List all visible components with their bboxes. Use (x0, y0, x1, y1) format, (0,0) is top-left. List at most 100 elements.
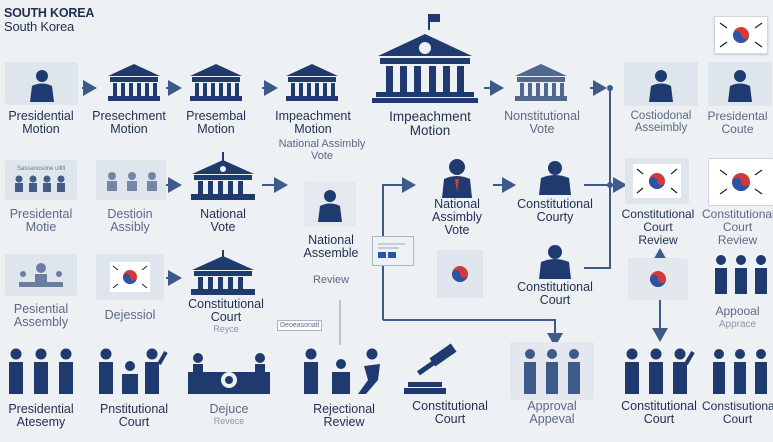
presidential-panel (5, 62, 78, 105)
line-right-2 (584, 185, 611, 269)
review-people-icon (304, 348, 380, 394)
line-right-1 (584, 88, 611, 186)
label-costiodonal-assemly: Costiodonal Asseimbly (620, 110, 702, 134)
text: Rejectional (313, 402, 375, 416)
text: Courty (536, 210, 574, 224)
label-national-assimbly-vote: National Assimbly Vote (414, 198, 500, 237)
text: Impeachment (389, 109, 471, 124)
label-constitutional-court-review-1: Constitutional Court Review (614, 208, 702, 247)
gavel-icon (404, 343, 457, 394)
text: Constitutional (517, 197, 593, 211)
text: Appooal (715, 304, 760, 318)
text: Review (323, 415, 365, 429)
text: Presembal (186, 109, 246, 123)
pesiential-panel (5, 254, 77, 296)
text: Presechment (92, 109, 166, 123)
small-card (372, 236, 414, 266)
label-presidental-motie: Presidental Motie (0, 208, 82, 234)
text: Impeachment (275, 109, 351, 123)
label-presechment-motion: Presechment Motion (88, 110, 170, 136)
person-icon (318, 190, 342, 222)
text: Pnstitutional (99, 402, 169, 416)
text: Constitutional (188, 297, 264, 311)
korea-flag-icon (719, 22, 763, 48)
person-icon (728, 70, 752, 102)
label-constitutional-court-center: Constitutional Court (508, 281, 602, 307)
text: Dejessiol (104, 308, 156, 322)
label-rejectional-review: Rejectional Review (298, 403, 390, 429)
label-constitutional-court-mid: Constitutional Court Reyce (180, 297, 272, 335)
text: Constitutional (412, 399, 488, 413)
dejessiol-panel (96, 254, 164, 300)
courtroom-icon (188, 353, 270, 394)
label-presidential-motion: Presidential Motion (0, 110, 82, 136)
text: Review (638, 233, 678, 247)
text: Apprace (718, 319, 757, 330)
flag-panel-right (628, 258, 688, 300)
text: Motion (197, 122, 235, 136)
label-national-assimbly-vote-faded: National Assimbly Vote (268, 138, 376, 162)
label-national-assemble-review: National Assemble Review (290, 234, 372, 287)
text: Court (118, 415, 150, 429)
text: Constitutional (702, 207, 773, 221)
text: Motion (409, 123, 451, 138)
label-constitutional-court-review-2: Constitutional Court Review (702, 208, 773, 247)
korea-flag-icon (650, 271, 666, 287)
text: Motion (110, 122, 148, 136)
text: Revece (213, 416, 245, 426)
panel-caption: Sassanosone ulllll (16, 166, 66, 172)
text: Court (434, 412, 466, 426)
text: Nonstitutional (504, 109, 580, 123)
text: Assimbly (431, 210, 482, 224)
building-icon (190, 64, 242, 101)
text: Assibly (110, 220, 150, 234)
assembly-building-icon (372, 14, 478, 103)
text: Vote (444, 223, 470, 237)
text: Court (539, 293, 571, 307)
text: Review (312, 274, 350, 286)
text: Destioin (107, 207, 153, 221)
building-icon (515, 64, 567, 101)
title-line1: SOUTH KOREA (4, 6, 95, 20)
label-pesiential-assembly: Pesiential Assembly (0, 303, 82, 329)
meeting-icon (19, 263, 63, 287)
destioin-panel (96, 160, 166, 200)
person-icon (30, 70, 54, 102)
court-review-flag-panel (625, 158, 689, 204)
text: Court (722, 220, 753, 234)
korea-flag-icon (452, 266, 468, 282)
label-appoeal-apprace: Appooal Apprace (702, 305, 773, 331)
label-presidential-atesemy: Presidential Atesemy (0, 403, 82, 429)
label-destioin-assibly: Destioin Assibly (88, 208, 172, 234)
text: Court (643, 220, 673, 234)
building-icon (286, 64, 338, 101)
text: Court (722, 412, 753, 426)
label-impeachment-motion-big: Impeachment Motion (372, 110, 488, 138)
people-group-icon (524, 349, 580, 394)
building-icon (191, 152, 255, 200)
text: Dejuce (209, 402, 249, 416)
label-presembal-motion: Presembal Motion (175, 110, 257, 136)
text: Costiodonal (630, 110, 692, 122)
title-line2: South Korea (4, 19, 75, 34)
label-impeachment-motion-small: Impeachment Motion (272, 110, 354, 136)
text: Pesiential (13, 302, 69, 316)
text: National Assimbly (278, 138, 366, 150)
building-icon (191, 250, 255, 295)
label-dejuce: Dejuce Revece (184, 402, 274, 427)
text: Asseimbly (634, 122, 688, 134)
label-constitutional-court-bottom: Constitutional Court (398, 400, 502, 426)
text: Motie (25, 220, 57, 234)
text: National (434, 197, 480, 211)
korea-flag (714, 16, 768, 54)
korea-flag-icon (719, 169, 763, 195)
label-dejessiol: Dejessiol (88, 309, 172, 322)
label-presidental-coute: Presidental Coute (702, 110, 773, 136)
label-constitutional-courty: Constitutional Courty (508, 198, 602, 224)
korea-flag-icon (110, 262, 150, 292)
arrow-loop-up (382, 177, 416, 320)
person-icon (539, 161, 571, 195)
text: Assemble (303, 246, 359, 260)
